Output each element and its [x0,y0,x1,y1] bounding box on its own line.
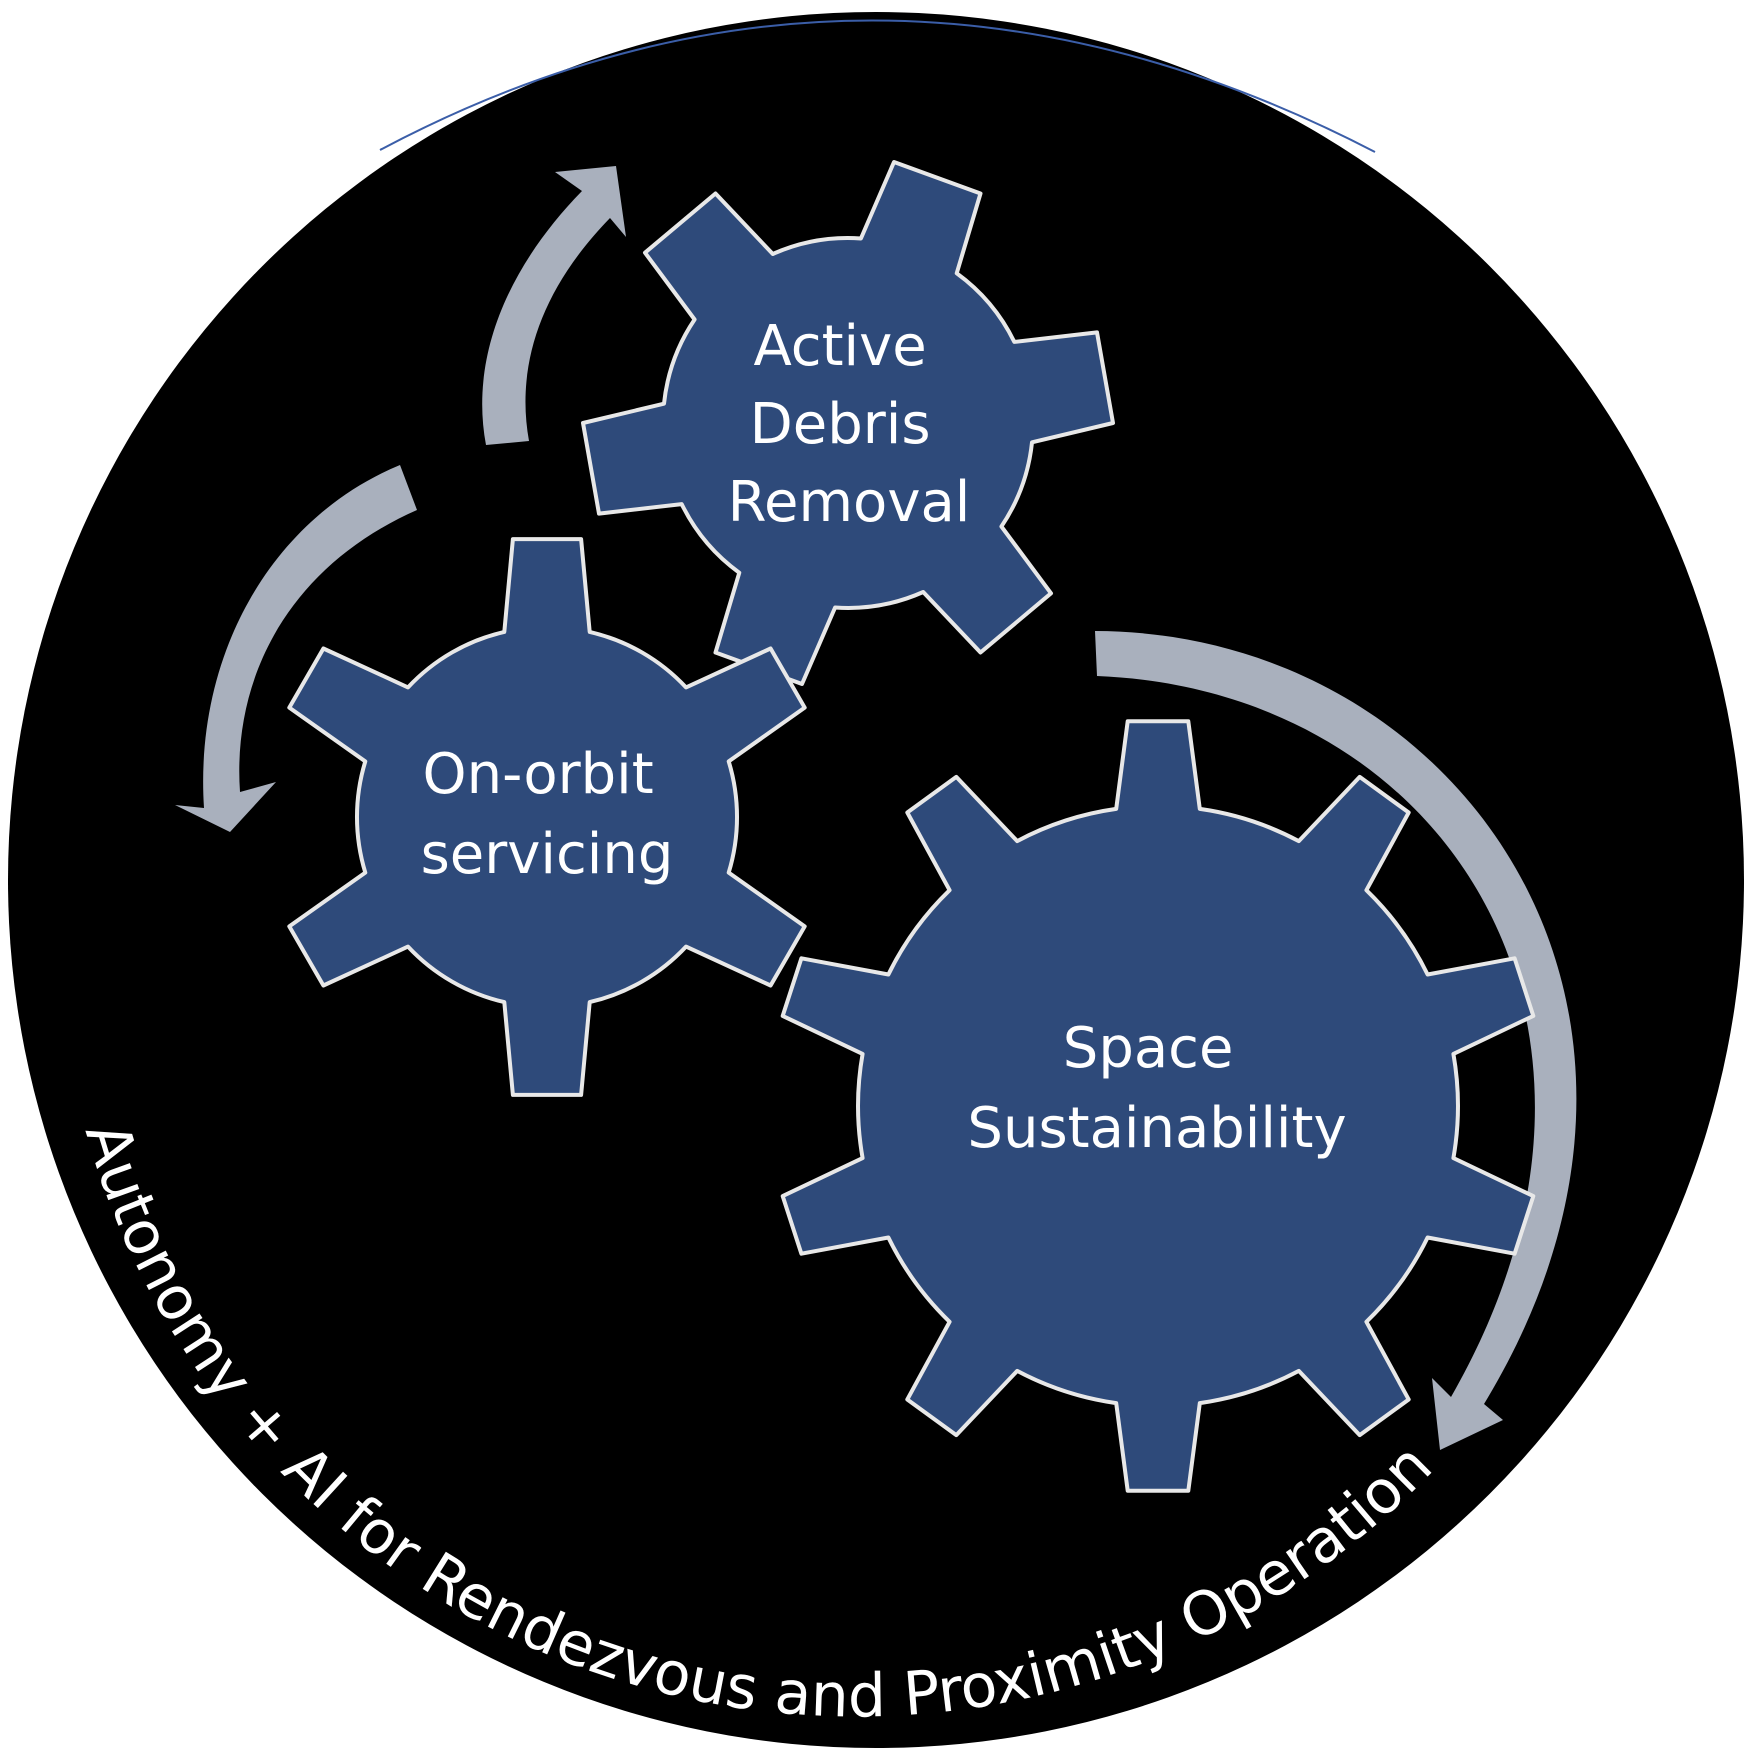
cycle-arrows [175,166,1577,1450]
label-space-sustainability: Space Sustainability [967,1016,1346,1161]
label-ss-line-1: Space [1063,1016,1234,1081]
label-adr-line-2: Debris [750,392,931,457]
gear-on-orbit-servicing [287,537,807,1097]
label-oos-line-1: On-orbit [423,742,654,807]
label-oos-line-2: servicing [421,822,674,887]
label-on-orbit-servicing: On-orbit servicing [421,742,674,887]
arrow-adr-to-ss-loop [1095,631,1577,1450]
arrow-to-oos [175,465,417,832]
disc-rim-highlight [379,19,1376,153]
label-adr-line-3: Removal [728,470,971,535]
label-active-debris-removal: Active Debris Removal [728,314,971,535]
gear-space-sustainability [780,719,1536,1493]
gear-active-debris-removal [581,160,1115,686]
label-ss-line-2: Sustainability [967,1096,1346,1161]
label-adr-line-1: Active [753,314,926,379]
gear-group [287,160,1536,1493]
arrow-oos-to-adr [482,166,626,445]
